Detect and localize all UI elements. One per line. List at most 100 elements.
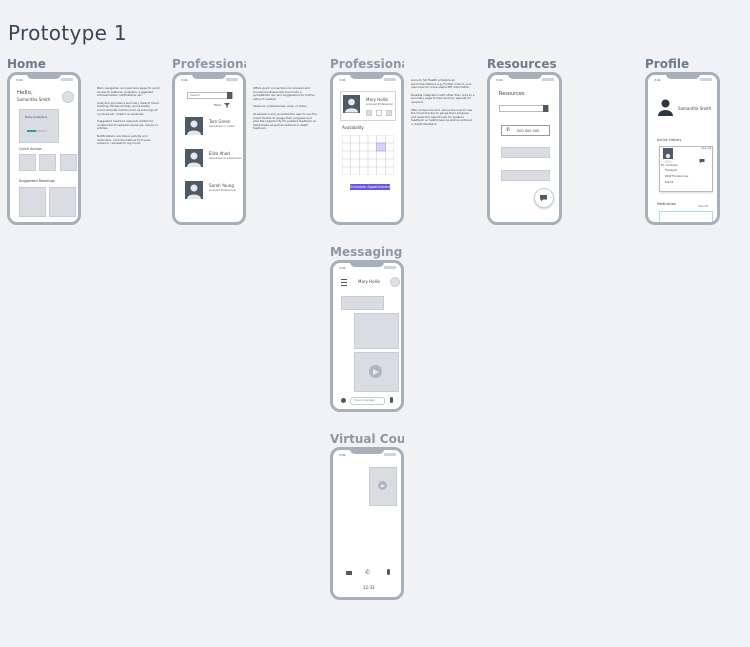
phone-profile[interactable]: 3:41 Samantha Smith Active History See A… — [645, 72, 720, 225]
frame-label-home: Home — [7, 57, 46, 71]
phone-notch — [350, 263, 384, 267]
video-message[interactable] — [354, 352, 399, 392]
chat-button[interactable] — [534, 188, 554, 208]
avatar-icon[interactable] — [390, 277, 400, 287]
image-message[interactable] — [354, 313, 399, 349]
phone-professional-detail[interactable]: 3:41 Mary Hollis Licensed Professional A… — [330, 72, 404, 225]
message-placeholder: Type a message... — [354, 399, 377, 402]
status-time: 3:41 — [181, 78, 188, 82]
schedule-appointment-button[interactable]: Schedule Appointment — [350, 184, 390, 190]
history-detail: Therapist — [665, 169, 677, 172]
note-text: Notifications, are future activity and r… — [97, 133, 151, 146]
note-text: Sessions: professionals, area, or video — [253, 104, 307, 109]
reading-card[interactable] — [19, 187, 46, 217]
frame-label-professional-detail: Professional — [330, 57, 404, 71]
quick-access-tile[interactable] — [39, 154, 56, 171]
add-icon[interactable] — [341, 398, 346, 403]
professional-role: Specialises in career — [209, 125, 235, 128]
note-text: Offers quick connections to licensed and… — [253, 86, 315, 101]
note-text: Analytics provides a summary data of moo… — [97, 100, 159, 116]
see-all-link[interactable]: See All — [701, 146, 712, 150]
availability-heading: Availability — [342, 125, 364, 130]
professional-role: Licensed Professional — [366, 103, 393, 106]
professional-name[interactable]: Eliza Ahad — [209, 151, 230, 156]
resource-item[interactable] — [501, 147, 550, 158]
resource-dropdown[interactable] — [499, 105, 549, 112]
status-icons — [384, 78, 396, 81]
microphone-icon[interactable] — [390, 397, 393, 403]
status-icons — [542, 78, 554, 81]
see-all-link[interactable]: See All — [698, 204, 709, 208]
professional-role: Licensed Professional — [209, 189, 236, 192]
status-icons — [61, 78, 73, 81]
progress-track — [27, 130, 47, 132]
microphone-icon[interactable] — [387, 569, 390, 575]
history-detail: 2640 Flanders Ave — [665, 175, 689, 178]
phone-messaging[interactable]: 3:41 Mary Hollis Type a message... — [330, 260, 404, 412]
reading-card[interactable] — [49, 187, 76, 217]
professional-name[interactable]: Sarah Young — [209, 183, 234, 188]
filter-icon[interactable] — [224, 103, 230, 108]
quick-access-tile[interactable] — [19, 154, 36, 171]
greeting: Hello, — [17, 90, 33, 96]
filter-label[interactable]: Filter — [214, 103, 222, 107]
video-camera-icon[interactable] — [346, 571, 352, 575]
self-video-preview[interactable] — [369, 467, 397, 506]
note-text: Links to full Health schedule as recomme… — [411, 78, 472, 90]
frame-label-virtual: Virtual Coun — [330, 432, 404, 446]
play-icon[interactable] — [378, 481, 387, 490]
frame-label-profile: Profile — [645, 57, 690, 71]
message-icon[interactable] — [366, 110, 372, 116]
frame-label-professionals: Professional — [172, 57, 246, 71]
page-title: Prototype 1 — [8, 21, 127, 45]
hotline-number: 000 000 000 — [517, 128, 540, 133]
phone-professionals-list[interactable]: 3:41 Search Filter Tom Green Specialises… — [172, 72, 246, 225]
history-card[interactable] — [659, 146, 713, 192]
quick-access-heading: Quick Access — [19, 147, 42, 151]
phone-virtual-counselling[interactable]: 3:41 ✆ 12:33 — [330, 447, 404, 600]
hotline-card[interactable]: ✆ 000 000 000 — [501, 125, 550, 136]
user-icon — [658, 99, 673, 116]
resource-item[interactable] — [501, 170, 550, 181]
phone-icon[interactable]: ✆ — [365, 569, 371, 576]
video-icon[interactable] — [386, 110, 392, 116]
phone-icon[interactable] — [376, 110, 382, 116]
phone-notch — [350, 450, 384, 454]
avatar-icon — [343, 95, 360, 113]
chevron-down-icon[interactable] — [543, 105, 548, 112]
message-input[interactable]: Type a message... — [350, 397, 385, 405]
profile-card — [340, 91, 396, 121]
phone-notch — [665, 75, 700, 79]
history-detail: Feb 24 — [665, 181, 674, 184]
medication-card[interactable] — [659, 211, 713, 222]
note-text: At session's end, provides the user to u… — [253, 111, 317, 131]
search-icon[interactable] — [227, 92, 232, 99]
avatar-icon — [663, 148, 673, 163]
frame-label-resources: Resources — [487, 57, 557, 71]
status-time: 3:41 — [339, 266, 346, 270]
avatar-icon[interactable] — [62, 91, 74, 103]
professional-name[interactable]: Tom Green — [209, 119, 231, 124]
user-name: Samantha Smith — [17, 97, 51, 102]
active-history-heading: Active History — [657, 138, 682, 142]
play-icon[interactable] — [369, 365, 382, 378]
avatar-icon — [185, 149, 203, 167]
progress-fill — [27, 130, 36, 132]
quick-access-tile[interactable] — [60, 154, 77, 171]
suggested-heading: Suggested Readings — [19, 179, 55, 183]
availability-calendar[interactable] — [342, 135, 394, 175]
home-notes: Main navigation and welcome page for qui… — [97, 86, 163, 150]
contact-name: Mary Hollis — [358, 279, 381, 284]
phone-resources[interactable]: 3:41 Resources ✆ 000 000 000 — [487, 72, 562, 225]
analytics-card[interactable] — [19, 109, 59, 143]
message-icon[interactable] — [699, 158, 705, 164]
note-text: Main navigation and welcome page for qui… — [97, 86, 160, 98]
avatar-icon — [185, 181, 203, 199]
phone-home[interactable]: 3:41 Hello, Samantha Smith Daily Analyti… — [7, 72, 81, 225]
search-placeholder: Search — [190, 93, 201, 97]
professional-name: Mary Hollis — [366, 97, 389, 102]
menu-icon[interactable] — [341, 279, 347, 286]
professional-role: Specialises in adolescents — [209, 157, 242, 160]
status-icons — [700, 78, 712, 81]
search-input[interactable]: Search — [187, 92, 233, 99]
